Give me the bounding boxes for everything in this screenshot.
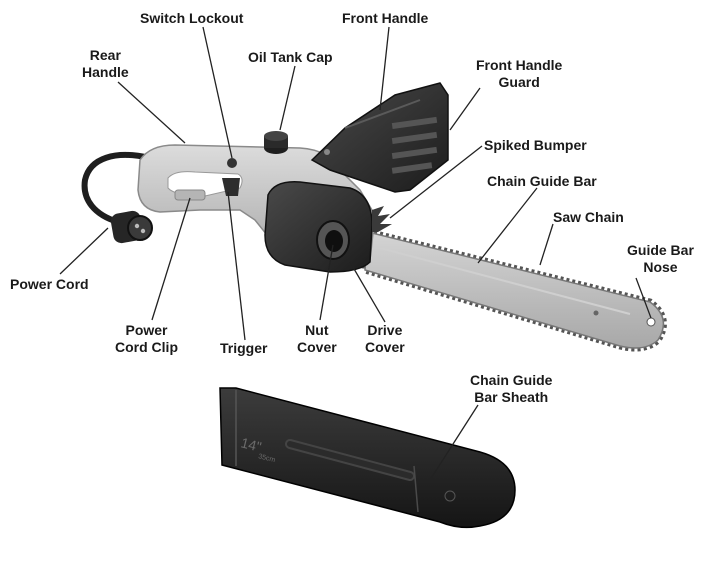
trigger	[222, 178, 240, 196]
spiked-bumper	[372, 206, 392, 232]
label-power-cord: Power Cord	[10, 276, 89, 292]
leader-drive-cover	[349, 261, 386, 323]
leader-nut-cover	[319, 244, 334, 321]
leader-power-cord-clip	[151, 197, 191, 321]
leader-sheath	[429, 404, 479, 481]
label-chain-guide-bar: Chain Guide Bar	[487, 173, 597, 189]
front-handle	[310, 82, 449, 193]
leader-spiked-bumper	[389, 145, 483, 219]
leader-chain-guide-bar	[477, 187, 538, 264]
power-cord-plug	[110, 210, 153, 244]
label-trigger: Trigger	[220, 340, 268, 356]
leader-front-handle-guard	[449, 87, 481, 131]
leader-guide-bar-nose	[635, 277, 652, 319]
chain-guide-bar	[361, 227, 667, 352]
oil-tank-cap	[264, 131, 288, 154]
label-front-handle: Front Handle	[342, 10, 429, 26]
label-spiked-bumper: Spiked Bumper	[484, 137, 587, 153]
leader-saw-chain	[539, 223, 554, 266]
leader-trigger	[227, 191, 246, 341]
leader-power-cord	[59, 227, 109, 275]
label-oil-tank-cap: Oil Tank Cap	[248, 49, 333, 65]
front-handle-guard	[391, 116, 438, 174]
power-cord	[81, 152, 153, 225]
label-switch-lockout: Switch Lockout	[140, 10, 244, 26]
leader-lines	[59, 26, 652, 481]
sheath-size-inches: 14"	[239, 434, 263, 455]
sheath-size-cm: 35cm	[258, 453, 276, 464]
switch-lockout-button	[227, 158, 237, 168]
leader-rear-handle	[117, 81, 186, 144]
nut-cover	[316, 220, 350, 260]
label-saw-chain: Saw Chain	[553, 209, 624, 225]
leader-oil-tank-cap	[279, 65, 296, 131]
leader-front-handle	[379, 26, 390, 111]
chain-guide-bar-sheath	[219, 387, 516, 529]
leader-switch-lockout	[202, 26, 233, 159]
drive-cover	[264, 181, 373, 273]
